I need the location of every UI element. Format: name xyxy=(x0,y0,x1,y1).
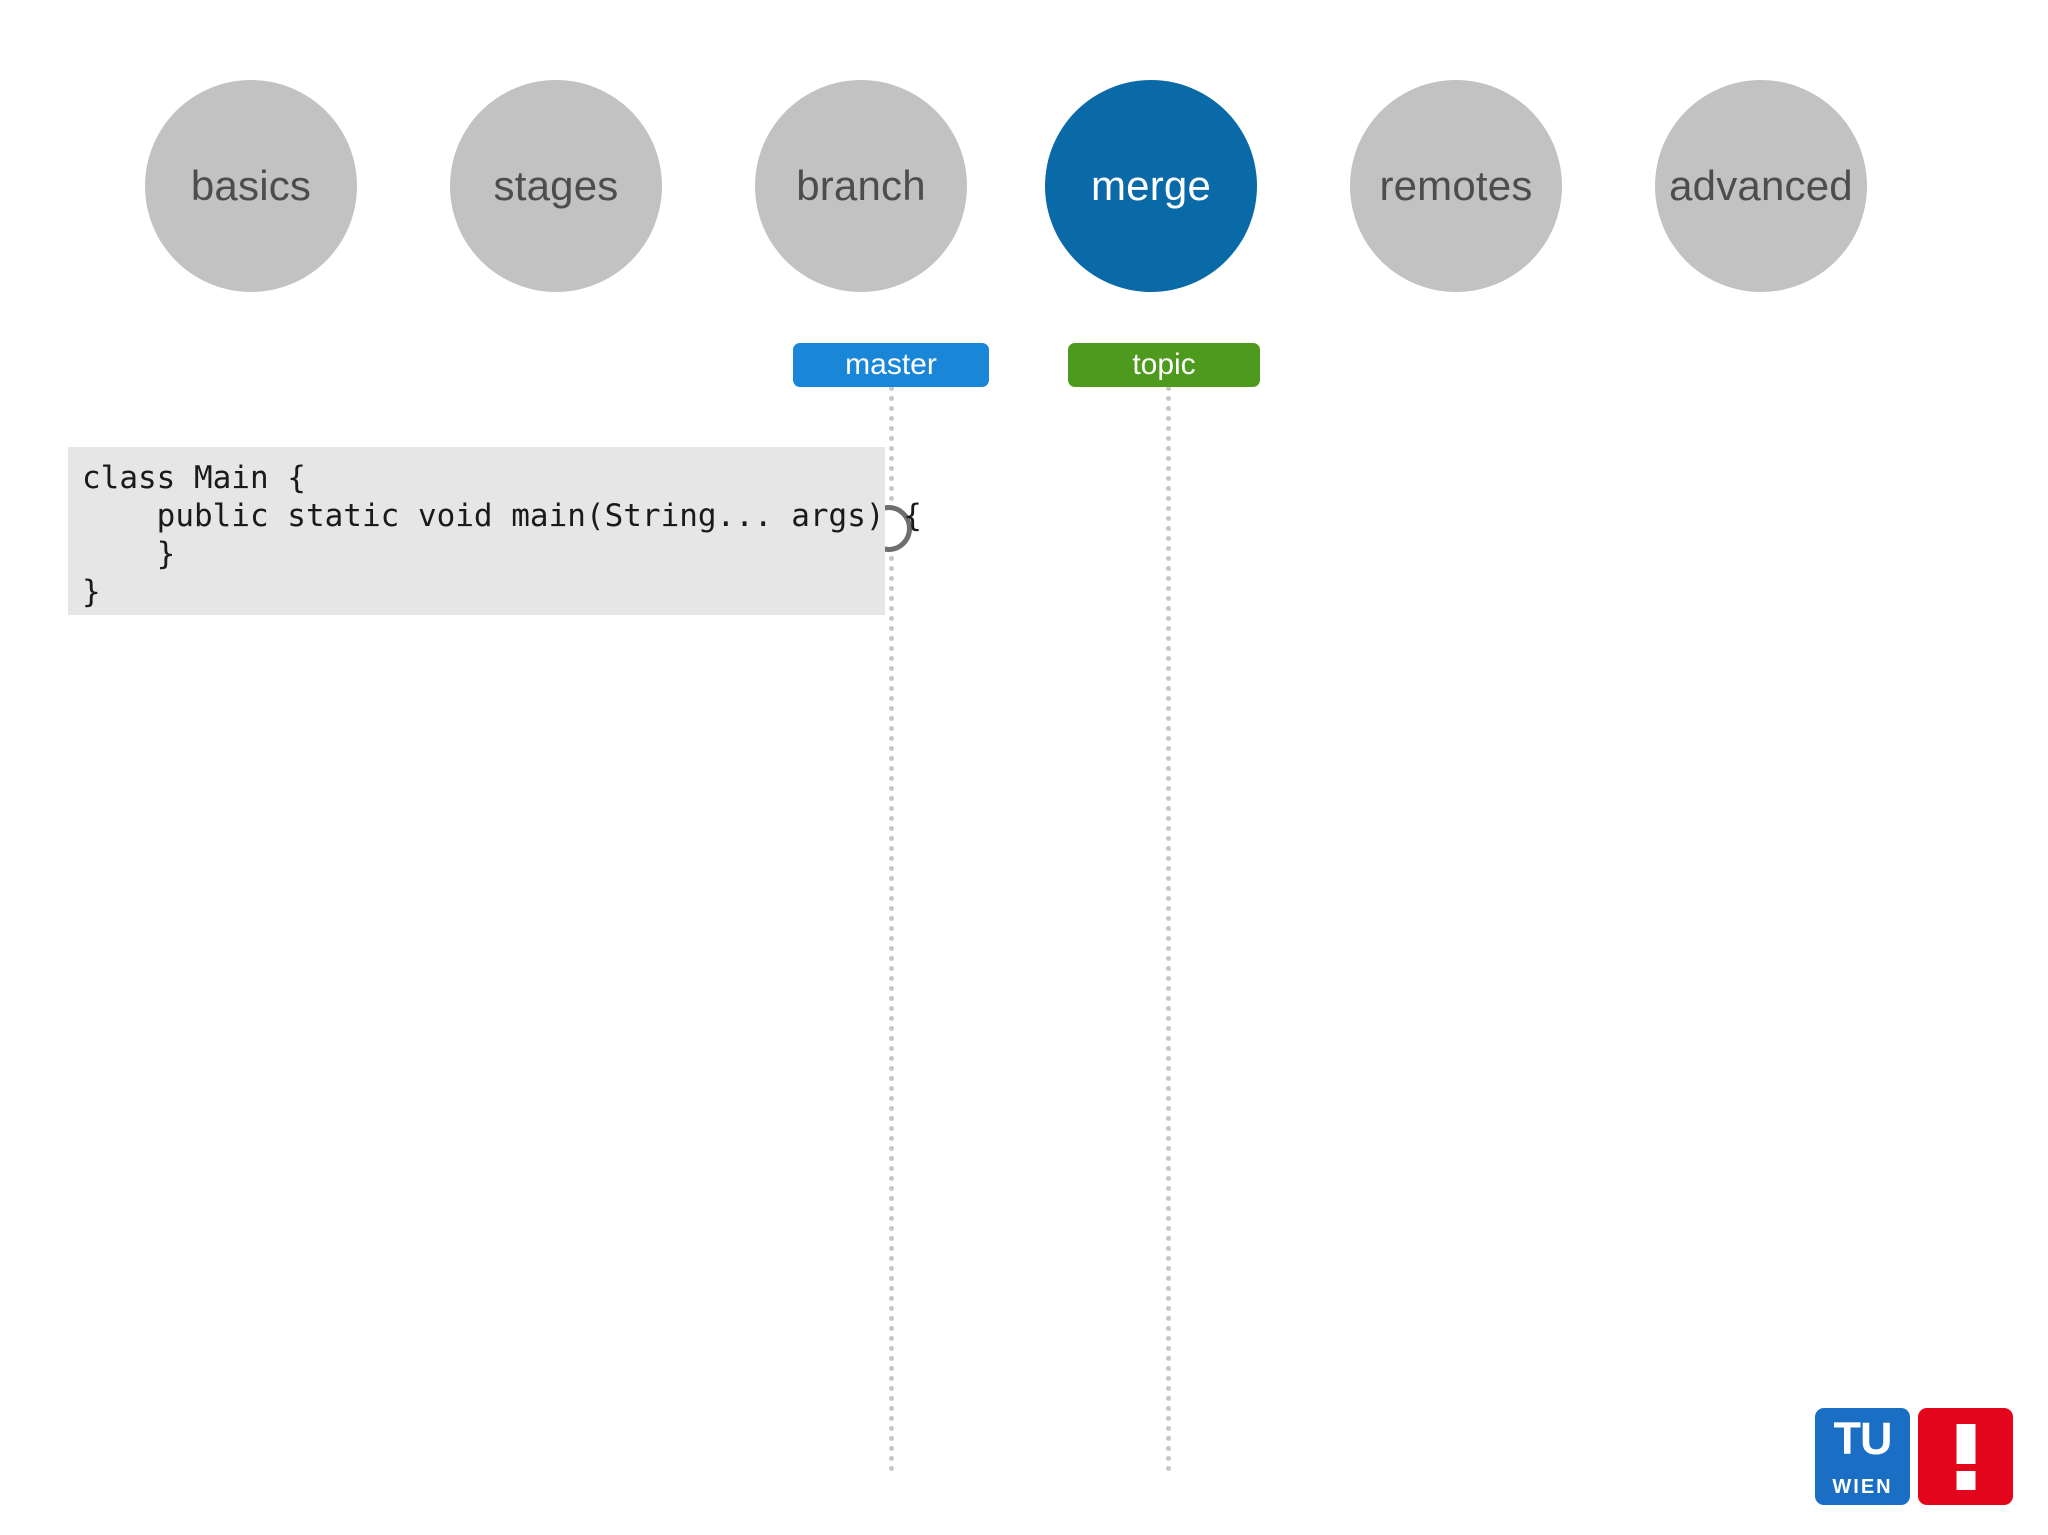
branch-label-master[interactable]: master xyxy=(793,343,989,387)
code-line: class Main { xyxy=(82,460,306,496)
code-line: } xyxy=(82,536,176,572)
nav-circle-label: advanced xyxy=(1669,162,1853,209)
branch-label-text: master xyxy=(845,348,937,381)
code-line: public static void main(String... args) … xyxy=(82,498,922,534)
branch-label-text: topic xyxy=(1132,348,1196,381)
topic-navigation: basics stages branch merge remotes advan… xyxy=(145,80,1945,292)
nav-circle-basics[interactable]: basics xyxy=(145,80,357,292)
exclamation-stem xyxy=(1956,1424,1975,1464)
nav-circle-label: stages xyxy=(493,162,619,209)
nav-circle-label: branch xyxy=(796,162,926,209)
code-line: } xyxy=(82,574,101,610)
exclamation-icon xyxy=(1918,1408,2013,1505)
branch-label-topic[interactable]: topic xyxy=(1068,343,1260,387)
nav-circle-label: basics xyxy=(190,162,312,209)
tu-wien-logo-mark: TU WIEN xyxy=(1815,1408,1910,1505)
nav-circle-branch[interactable]: branch xyxy=(755,80,967,292)
nav-circle-remotes[interactable]: remotes xyxy=(1350,80,1562,292)
nav-circle-advanced[interactable]: advanced xyxy=(1655,80,1867,292)
nav-circle-merge[interactable]: merge xyxy=(1045,80,1257,292)
exclamation-dot xyxy=(1956,1471,1975,1490)
branch-lane-topic xyxy=(1166,386,1171,1472)
tu-wien-logo-wien-text: WIEN xyxy=(1832,1476,1893,1498)
branch-lane-master xyxy=(889,386,894,1472)
tu-wien-logo: TU WIEN xyxy=(1815,1408,2015,1505)
tu-wien-logo-tu-text: TU xyxy=(1833,1413,1893,1464)
nav-circle-stages[interactable]: stages xyxy=(450,80,662,292)
nav-circle-label: merge xyxy=(1090,162,1212,209)
code-block: class Main { public static void main(Str… xyxy=(68,447,922,615)
nav-circle-label: remotes xyxy=(1379,162,1533,209)
